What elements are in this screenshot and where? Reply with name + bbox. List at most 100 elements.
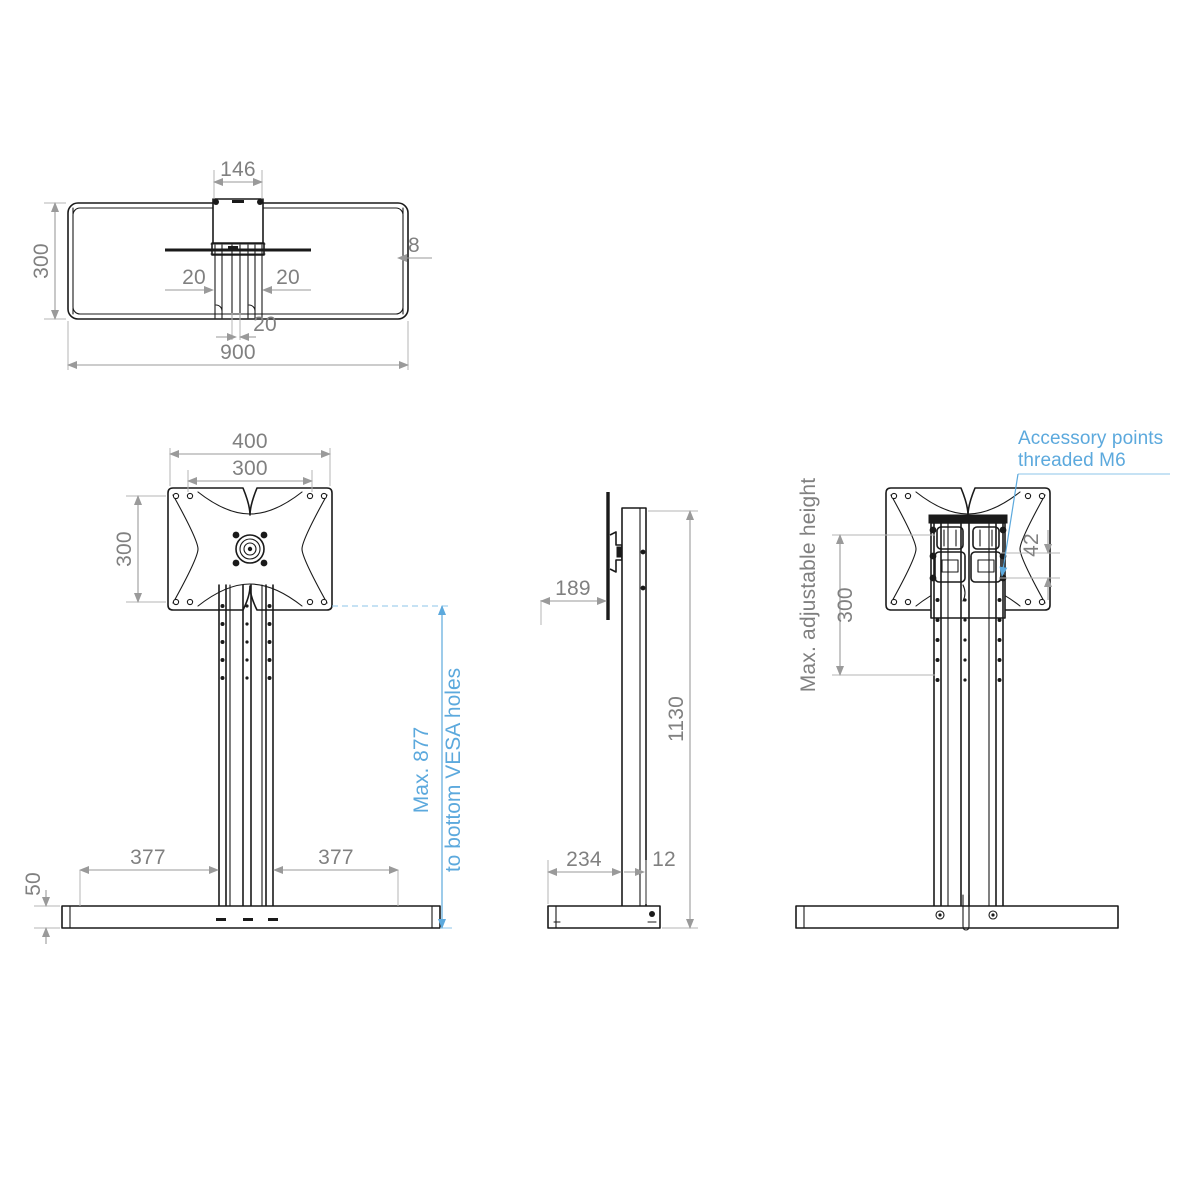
- dim-label-top-20-right: 20: [276, 266, 300, 289]
- detail-block-left-inner: [941, 559, 959, 573]
- front-vesa-top-arc: [197, 491, 303, 515]
- side-base-fastener: [649, 911, 655, 917]
- dim-label-top-900: 900: [220, 341, 256, 364]
- front-base-foot-2: [243, 918, 253, 921]
- dim-label-side-189: 189: [555, 577, 591, 600]
- dim-top-20-center: 20: [216, 313, 277, 341]
- detail-clamp-left: [936, 526, 964, 550]
- top-rail-rounded-ends: [215, 304, 256, 312]
- dim-detail-300: 300: [832, 534, 935, 676]
- dim-front-300-height: 300: [113, 495, 166, 603]
- front-vesa-hole-bl1: [172, 598, 180, 606]
- dim-label-side-1130: 1130: [665, 696, 688, 742]
- dim-label-front-377-left: 377: [130, 846, 166, 869]
- detail-view-group: Max. adjustable height 300 42 Accessory …: [795, 428, 1170, 931]
- side-column-hole-1: [640, 549, 646, 555]
- front-base-foot-3: [268, 918, 278, 921]
- dim-front-400: 400: [169, 430, 331, 486]
- side-column-hole-2: [640, 585, 646, 591]
- detail-vesa-hole-tr2: [1038, 492, 1046, 500]
- dim-front-377-right: 377: [273, 846, 399, 906]
- dim-label-front-400: 400: [232, 430, 268, 453]
- detail-fastener-5: [929, 574, 937, 582]
- front-hub-inner: [243, 542, 257, 556]
- top-slot-center: [232, 200, 244, 203]
- detail-column: [933, 522, 1004, 913]
- front-column-holes: [220, 604, 272, 680]
- detail-base-bolt-left: [935, 910, 945, 920]
- detail-fastener-3: [929, 552, 937, 560]
- dim-side-189: 189: [540, 577, 607, 625]
- dim-label-side-234: 234: [566, 848, 602, 871]
- detail-base-bolt-right: [988, 910, 998, 920]
- front-vesa-hole-tl2: [186, 492, 194, 500]
- detail-vesa-hole-bl1: [890, 598, 898, 606]
- front-vesa-hole-bl2: [186, 598, 194, 606]
- annotation-max-877-line2: to bottom VESA holes: [442, 668, 465, 872]
- dim-front-300-width: 300: [187, 457, 313, 492]
- dim-side-234: 234: [547, 848, 622, 904]
- detail-vesa-hole-bl2: [904, 598, 912, 606]
- detail-carriage-body: [930, 522, 1006, 619]
- top-fastener-left: [213, 199, 219, 205]
- top-base-plate-endcaps: [72, 207, 404, 315]
- annotation-max-adjustable-height: Max. adjustable height: [797, 478, 820, 693]
- front-base-foot-1: [216, 918, 226, 921]
- detail-clamp-slots: [943, 529, 993, 547]
- dim-top-300: 300: [30, 202, 66, 320]
- detail-vesa-hole-br2: [1038, 598, 1046, 606]
- front-hub-bolt-tl: [232, 531, 240, 539]
- detail-carriage-top-bar: [928, 514, 1008, 524]
- detail-column-holes: [935, 598, 1002, 682]
- annotation-max-877-line1: Max. 877: [410, 727, 433, 813]
- annotation-accessory-points-line2: threaded M6: [1018, 450, 1126, 471]
- detail-base-bolt-right-center: [991, 913, 995, 917]
- dim-label-front-50: 50: [22, 872, 45, 896]
- detail-clamp-right: [972, 526, 1000, 550]
- detail-base-bolt-left-center: [938, 913, 942, 917]
- front-vesa-left-waist: [172, 494, 199, 604]
- front-vesa-bottom-arc: [197, 583, 303, 607]
- dim-label-top-20-left: 20: [182, 266, 206, 289]
- dim-side-1130: 1130: [648, 510, 698, 929]
- dim-top-20-left: 20: [165, 266, 214, 294]
- detail-vesa-hole-tl2: [904, 492, 912, 500]
- dim-front-50: 50: [22, 872, 60, 944]
- front-hub-bolt-bl: [232, 559, 240, 567]
- side-base-plate: [547, 905, 661, 929]
- detail-block-left: [934, 551, 966, 583]
- detail-vesa-hole-tl1: [890, 492, 898, 500]
- annotation-accessory-points: Accessory points threaded M6: [999, 428, 1170, 577]
- dim-top-8: 8: [397, 234, 432, 262]
- detail-vesa-right-waist: [1019, 494, 1046, 604]
- front-vesa-hole-tl1: [172, 492, 180, 500]
- dim-label-detail-300: 300: [834, 587, 857, 623]
- top-fastener-right: [257, 199, 263, 205]
- top-slot-inner: [228, 246, 238, 250]
- dim-top-900: 900: [67, 321, 409, 370]
- detail-vesa-left-waist: [890, 494, 917, 604]
- detail-vesa-hole-tr1: [1024, 492, 1032, 500]
- dim-label-side-12: 12: [652, 848, 676, 871]
- detail-base-plate: [795, 905, 1119, 929]
- front-base-endcaps: [69, 905, 433, 929]
- dim-front-377-left: 377: [79, 846, 219, 906]
- front-hub-bolt-tr: [260, 531, 268, 539]
- dim-detail-42: 42: [1000, 530, 1060, 600]
- detail-vesa-top-arc: [915, 491, 1021, 515]
- annotation-accessory-points-line1: Accessory points: [1018, 428, 1163, 449]
- front-vesa-hole-tr1: [306, 492, 314, 500]
- dim-label-detail-42: 42: [1020, 533, 1043, 557]
- front-column: [218, 584, 274, 913]
- front-view-group: 400 300 300 377 377: [22, 430, 465, 944]
- detail-vesa-hole-br1: [1024, 598, 1032, 606]
- front-hub-mid: [239, 538, 261, 560]
- dim-label-top-20-center: 20: [253, 313, 277, 336]
- detail-fastener-1: [929, 526, 937, 534]
- dim-label-front-377-right: 377: [318, 846, 354, 869]
- top-column-flange-lines: [210, 243, 266, 255]
- front-vesa-hole-br2: [320, 598, 328, 606]
- front-vesa-hole-tr2: [320, 492, 328, 500]
